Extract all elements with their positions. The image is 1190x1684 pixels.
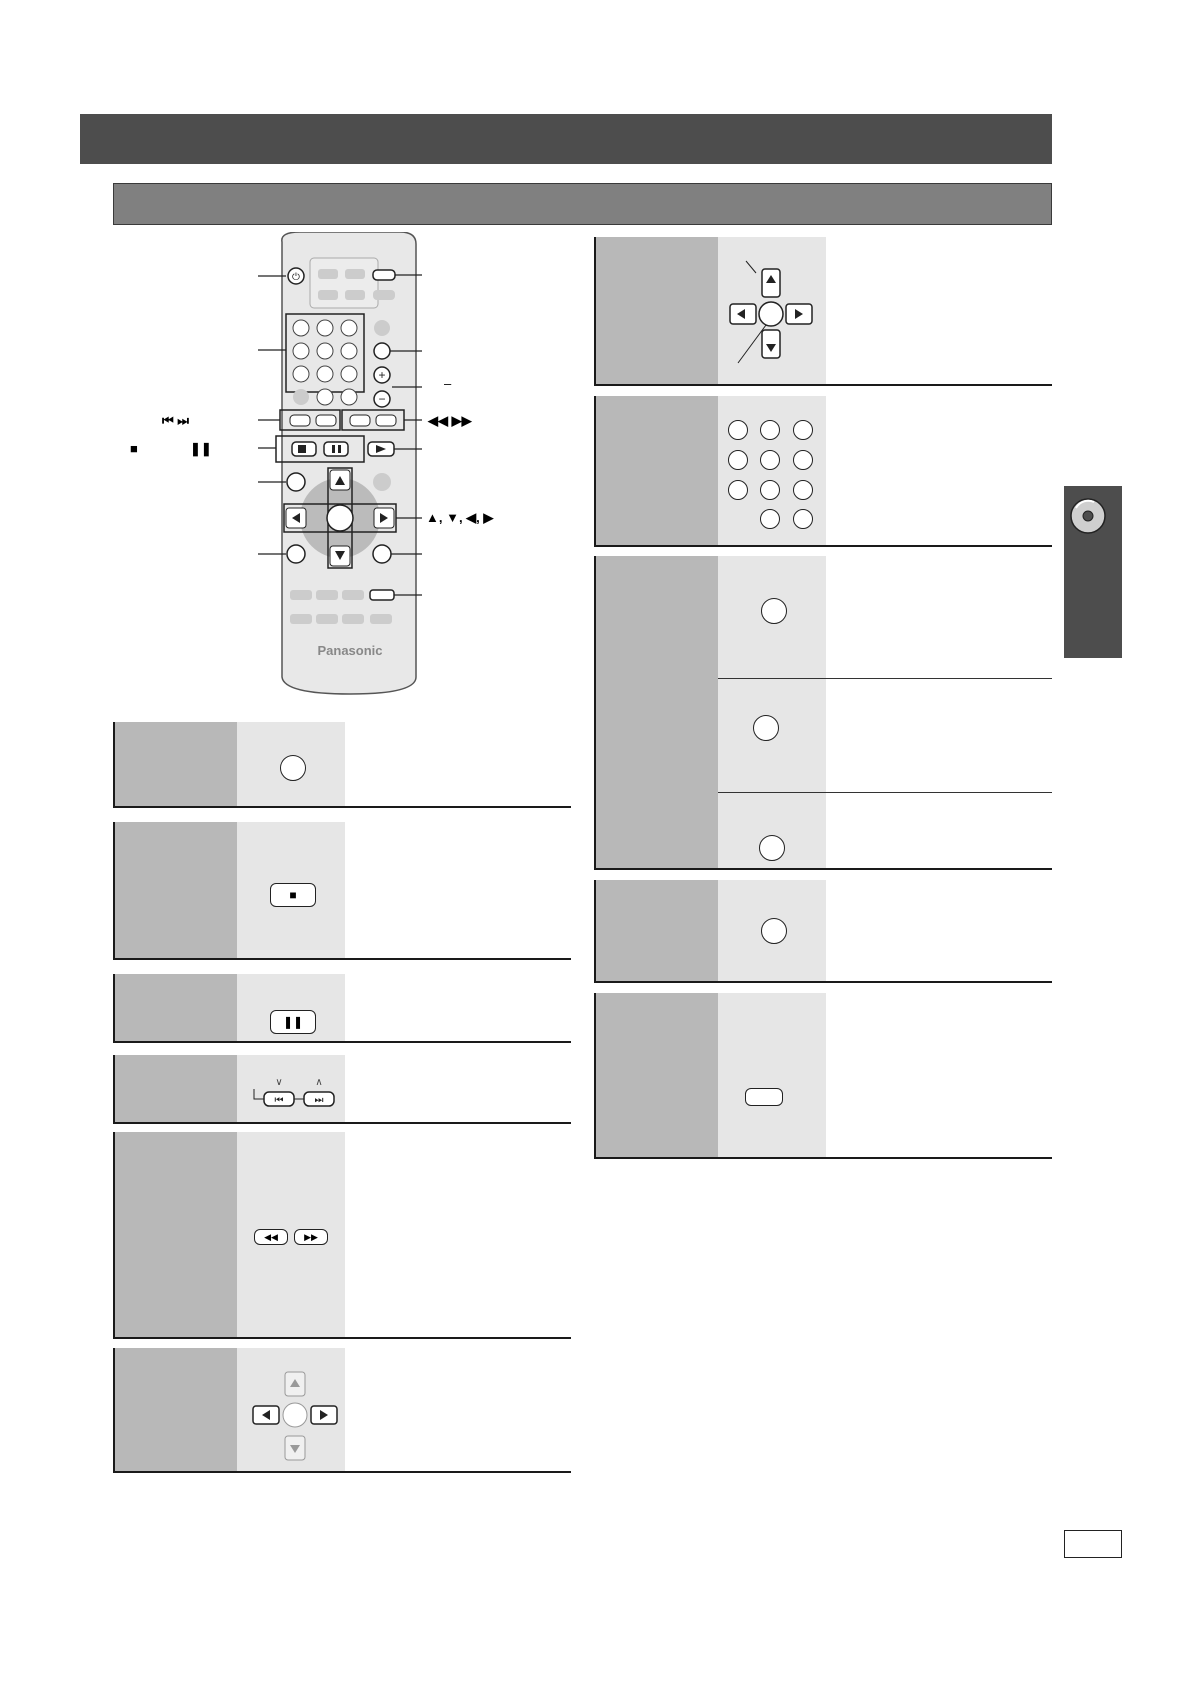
stop-icon: ■ — [289, 888, 297, 902]
svg-text:∧: ∧ — [315, 1077, 322, 1088]
stop-button-icon: ■ — [270, 883, 316, 907]
svg-text:⏭: ⏭ — [315, 1095, 324, 1106]
skip-buttons-icon: ∨ ∧ ⏮ ⏭ — [253, 1077, 335, 1107]
right-row-4 — [594, 880, 1052, 983]
left-row-dpad — [113, 1348, 571, 1473]
label-search: ◀◀ ▶▶ — [428, 413, 472, 428]
number-key-icon — [728, 480, 748, 500]
label-skip: ⏮ ⏭ — [162, 413, 190, 428]
number-key-icon — [760, 480, 780, 500]
remote-brand-text: Panasonic — [317, 643, 382, 658]
number-key-icon — [793, 509, 813, 529]
fast-forward-icon: ▶▶ — [304, 1231, 318, 1242]
left-row-1 — [113, 722, 571, 808]
number-key-icon — [793, 480, 813, 500]
pause-button-icon: ❚❚ — [270, 1010, 316, 1034]
round-button-icon — [761, 918, 787, 944]
remote-control-illustration: ⏻ + − — [258, 232, 422, 695]
number-key-icon — [728, 450, 748, 470]
chapter-side-tab — [1064, 486, 1122, 658]
svg-text:⏮: ⏮ — [275, 1095, 284, 1106]
svg-text:+: + — [378, 368, 385, 382]
svg-text:∨: ∨ — [275, 1077, 282, 1088]
rewind-icon: ◀◀ — [264, 1231, 278, 1242]
rewind-button-icon: ◀◀ — [254, 1229, 288, 1245]
round-button-icon — [280, 755, 306, 781]
number-key-icon — [760, 509, 780, 529]
left-row-skip: ∨ ∧ ⏮ ⏭ — [113, 1055, 571, 1124]
fast-forward-button-icon: ▶▶ — [294, 1229, 328, 1245]
oblong-button-icon — [745, 1088, 783, 1106]
number-key-icon — [793, 450, 813, 470]
section-header-bar — [80, 114, 1052, 164]
left-row-search: ◀◀ ▶▶ — [113, 1132, 571, 1339]
number-key-icon — [793, 420, 813, 440]
subsection-header-bar — [113, 183, 1052, 225]
page-number-box — [1064, 1530, 1122, 1558]
round-button-icon — [753, 715, 779, 741]
svg-text:⏻: ⏻ — [292, 272, 300, 283]
label-stop: ■ — [130, 441, 138, 456]
svg-text:−: − — [378, 392, 385, 406]
number-key-icon — [760, 420, 780, 440]
label-pause: ❚❚ — [190, 441, 212, 456]
pause-icon: ❚❚ — [282, 1015, 304, 1029]
label-dpad: ▲, ▼, ◀, ▶ — [426, 510, 494, 525]
disc-icon — [1070, 498, 1106, 534]
left-row-pause: ❚❚ — [113, 974, 571, 1043]
left-row-stop: ■ — [113, 822, 571, 960]
round-button-icon — [761, 598, 787, 624]
dpad-left-right-icon — [252, 1371, 338, 1461]
dpad-up-down-icon — [729, 260, 813, 364]
right-row-dpad — [594, 237, 1052, 386]
round-button-icon — [759, 835, 785, 861]
label-dash: – — [444, 376, 452, 391]
number-key-icon — [760, 450, 780, 470]
right-row-numbers — [594, 396, 1052, 547]
number-key-icon — [728, 420, 748, 440]
right-row-group — [594, 556, 1052, 870]
right-row-5 — [594, 993, 1052, 1159]
